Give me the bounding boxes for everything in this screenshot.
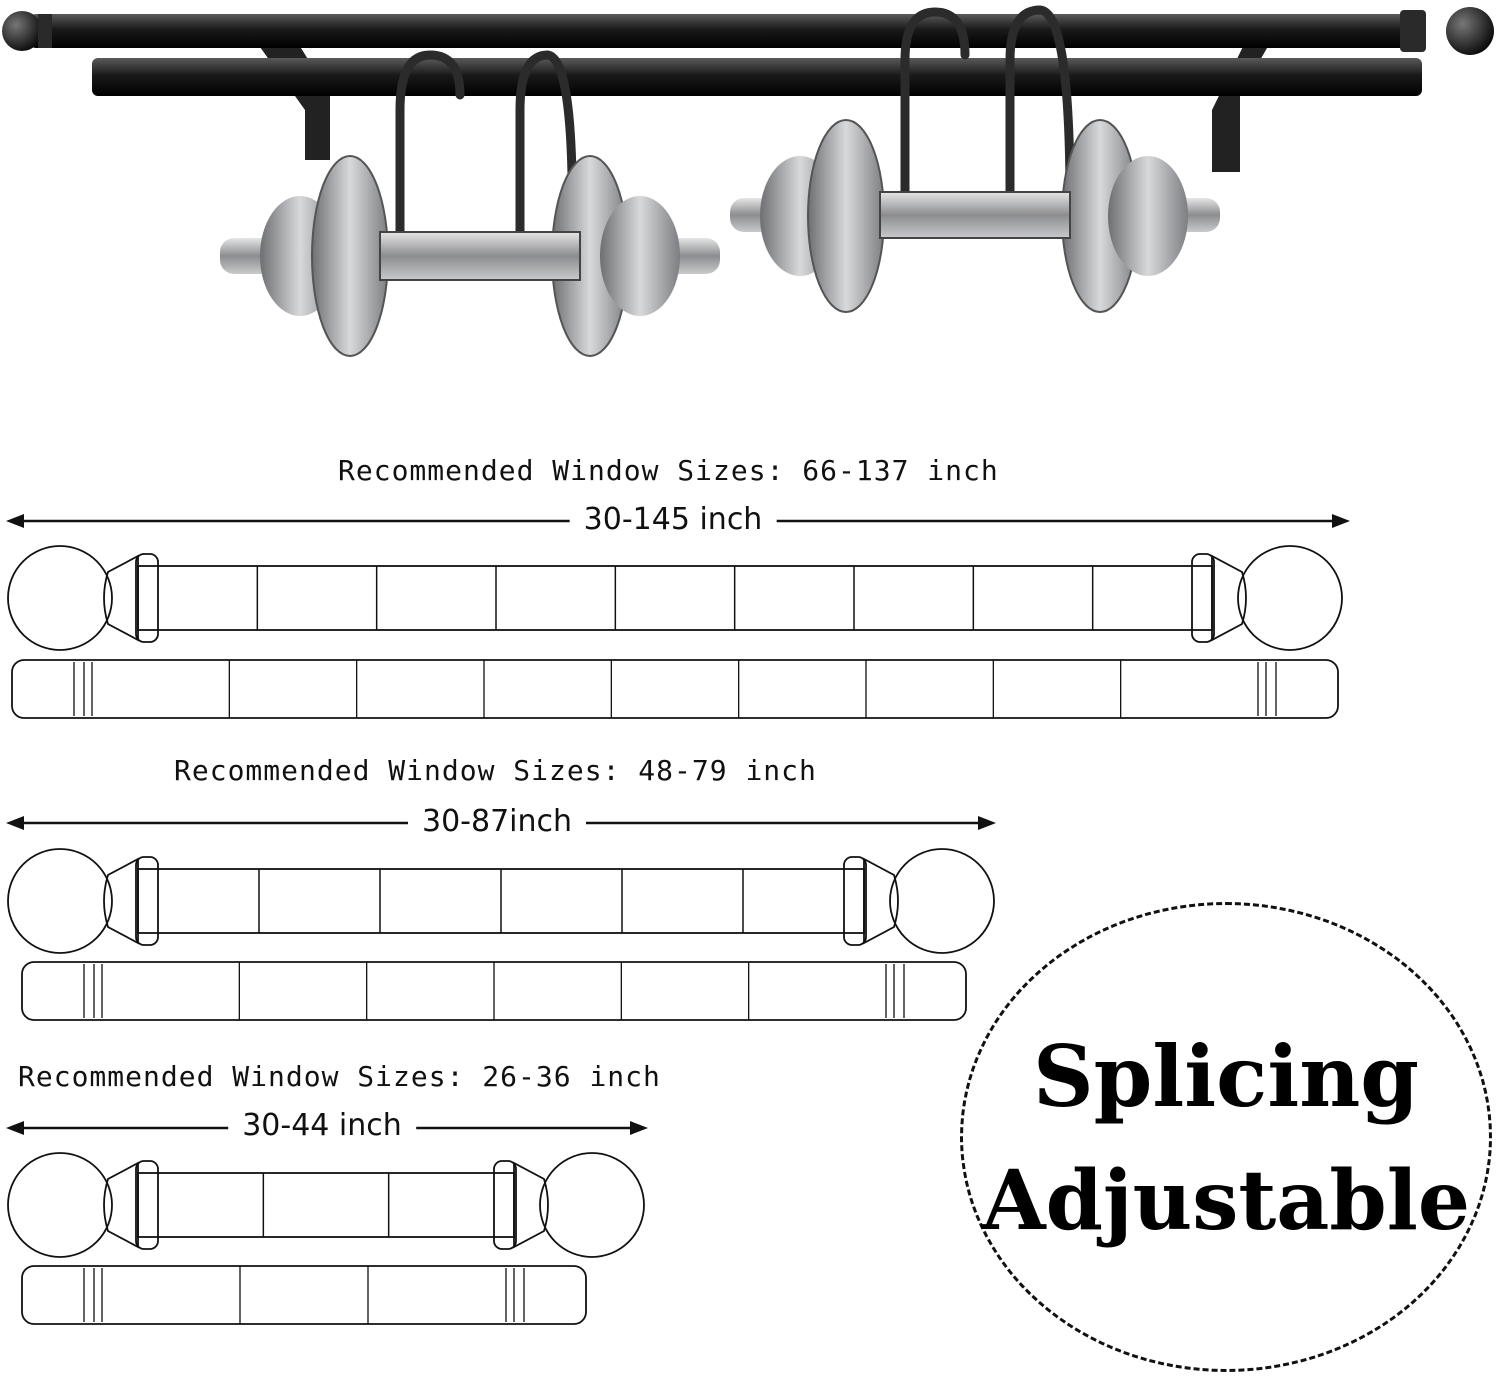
rod-small-plain-tube (21, 1265, 587, 1325)
product-photo (2, 5, 1494, 357)
rod-large-finial-collar-right (1211, 554, 1247, 642)
rod-small-finial-tube (137, 1172, 515, 1238)
dumbbell-right (730, 119, 1220, 313)
finial-right (1446, 7, 1494, 55)
rod-medium-finial-ball-right (889, 848, 995, 954)
arrow-medium-head-left (6, 816, 24, 830)
arrow-medium-head-right (978, 816, 996, 830)
rod-small-finial-ring-right (493, 1160, 517, 1250)
recommended-size-small: Recommended Window Sizes: 26-36 inch (18, 1060, 661, 1093)
rod-medium-finial-ring-left (135, 856, 159, 946)
rod-small-finial-collar-left (103, 1161, 139, 1249)
back-rod (2, 7, 1494, 55)
dumbbell-left (220, 155, 720, 357)
rod-medium-finial-collar-right (863, 857, 899, 945)
rod-medium-finial-collar-left (103, 857, 139, 945)
arrow-small-head-right (630, 1121, 648, 1135)
rod-small-finial-ball-right (539, 1152, 645, 1258)
length-small: 30-44 inch (228, 1108, 416, 1143)
rod-large-finial-ball-left (7, 545, 113, 651)
rod-small-finial-ring-left (135, 1160, 159, 1250)
rod-large-finial-ring-right (1191, 553, 1215, 643)
length-large: 30-145 inch (569, 502, 777, 537)
length-medium: 30-87inch (407, 804, 587, 839)
recommended-size-medium: Recommended Window Sizes: 48-79 inch (174, 754, 817, 787)
rod-small-finial-ball-left (7, 1152, 113, 1258)
rod-large-finial-ring-left (135, 553, 159, 643)
splicing-adjustable-badge: Splicing Adjustable (960, 902, 1492, 1372)
arrow-small-head-left (6, 1121, 24, 1135)
arrow-large-head-right (1332, 514, 1350, 528)
rod-medium-finial-ball-left (7, 848, 113, 954)
rod-large-finial-collar-left (103, 554, 139, 642)
badge-line-1: Splicing (1032, 1027, 1420, 1126)
recommended-size-large: Recommended Window Sizes: 66-137 inch (338, 454, 999, 487)
rod-large-finial-ball-right (1237, 545, 1343, 651)
badge-line-2: Adjustable (981, 1153, 1471, 1249)
rod-large-finial-tube (137, 565, 1213, 631)
arrow-large-head-left (6, 514, 24, 528)
front-rod (92, 58, 1422, 96)
finial-left (2, 11, 42, 51)
hooks (395, 5, 1075, 255)
rod-medium-finial-ring-right (843, 856, 867, 946)
bracket-right (1212, 22, 1282, 172)
rod-large-plain-tube (11, 659, 1339, 719)
rod-small-finial-collar-right (513, 1161, 549, 1249)
